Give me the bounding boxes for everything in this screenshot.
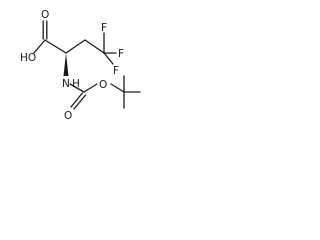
bond-o-cq [110, 83, 125, 93]
atom-label-f-bottom: F [113, 65, 119, 77]
atom-label-nh-h: H [72, 78, 80, 90]
atom-labels: HO O F F F N H O O [20, 9, 124, 122]
bond-alpha-ch2 [65, 39, 86, 54]
atom-label-ho-acid: HO [20, 52, 36, 64]
bond-cooh-c-alpha [44, 39, 67, 54]
bonds [33, 20, 141, 110]
molecule-structure: HO O F F F N H O O [20, 9, 141, 122]
bond-cooh-c-oh [33, 39, 46, 54]
atom-label-f-top: F [101, 22, 107, 34]
bond-c-o-ether [83, 83, 98, 93]
atom-label-o-carbamate-ether: O [99, 79, 107, 91]
atom-label-o-carbamate-carbonyl: O [64, 110, 72, 122]
bond-c-o-double-b [73, 94, 87, 110]
bond-ch2-cf3 [84, 39, 105, 54]
bond-n-c-carbamate [69, 83, 85, 93]
atom-label-n: N [62, 78, 70, 90]
bond-c-f-bottom [103, 52, 114, 65]
atom-label-o-carbonyl-acid: O [41, 9, 49, 21]
bond-c-o-double-a [70, 92, 84, 108]
bond-alpha-n-wedge [63, 53, 69, 76]
atom-label-f-right: F [118, 48, 124, 60]
